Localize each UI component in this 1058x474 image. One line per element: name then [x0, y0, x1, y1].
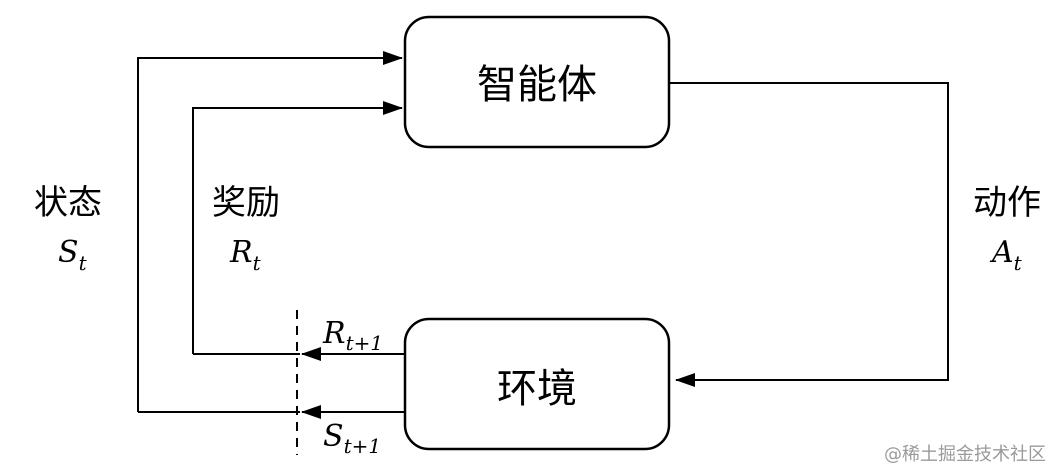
watermark-text: @稀土掘金技术社区: [884, 444, 1046, 465]
action-arrow: [669, 82, 949, 387]
reward-arrow: [192, 101, 403, 354]
agent-label: 智能体: [477, 62, 597, 108]
environment-box: [403, 317, 671, 451]
state-label: 状态: [34, 183, 102, 223]
state-arrow: [137, 51, 403, 412]
next-reward-symbol: Rt+1: [322, 316, 383, 355]
action-label: 动作: [973, 183, 1041, 223]
reward-symbol: Rt: [229, 235, 262, 275]
state-symbol: St: [58, 235, 88, 275]
next-state-symbol: St+1: [323, 419, 381, 458]
environment-label: 环境: [497, 366, 577, 412]
action-symbol: At: [989, 235, 1023, 275]
reward-label: 奖励: [212, 183, 280, 223]
